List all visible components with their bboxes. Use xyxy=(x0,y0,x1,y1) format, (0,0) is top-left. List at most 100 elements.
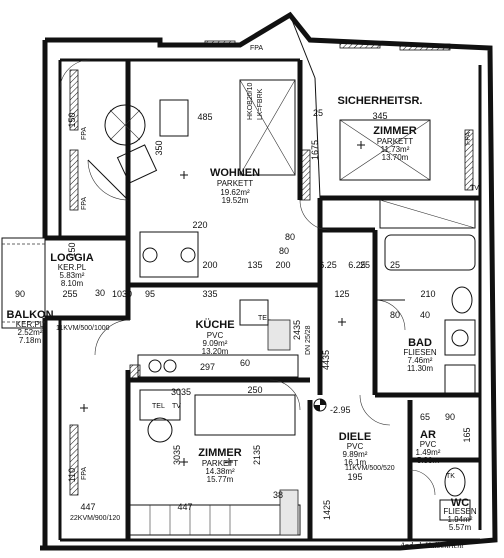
furniture-zimmer1 xyxy=(339,119,476,229)
furniture-bad xyxy=(384,234,476,394)
svg-text:19.52m: 19.52m xyxy=(222,196,249,205)
svg-text:38: 38 xyxy=(273,490,283,500)
dimension-labels: 485 345 350 200 135 200 80 6.25 6.25 335… xyxy=(15,108,472,520)
svg-text:FPA: FPA xyxy=(81,467,88,480)
svg-text:200: 200 xyxy=(275,260,290,270)
furniture-wc xyxy=(439,467,471,521)
svg-text:LK=FBRK: LK=FBRK xyxy=(257,88,264,120)
doors xyxy=(59,59,436,496)
svg-text:3035: 3035 xyxy=(171,387,191,397)
svg-text:13.20m: 13.20m xyxy=(202,347,229,356)
svg-text:TV: TV xyxy=(470,185,479,192)
room-label-wohnen: WOHNEN PARKETT 19.62m² 19.52m xyxy=(210,167,260,205)
svg-text:210: 210 xyxy=(420,289,435,299)
room-label-bad: BAD FLIESEN 7.46m² 11.30m xyxy=(403,337,437,373)
svg-text:25: 25 xyxy=(313,108,323,118)
balkon-area xyxy=(1,237,46,329)
room-label-ar: AR PVC 1.49m² 5.30m xyxy=(416,429,441,465)
radiators xyxy=(69,69,474,496)
signature: And. d. Halbenricht xyxy=(399,541,464,550)
svg-text:25: 25 xyxy=(360,260,370,270)
svg-text:40: 40 xyxy=(420,310,430,320)
svg-text:150: 150 xyxy=(67,242,77,257)
svg-text:PVC: PVC xyxy=(347,442,364,451)
svg-text:11KVM/500/520: 11KVM/500/520 xyxy=(345,465,395,472)
svg-text:7.46m²: 7.46m² xyxy=(408,356,433,365)
svg-text:2435: 2435 xyxy=(292,320,302,340)
svg-text:16.1m: 16.1m xyxy=(344,458,367,467)
svg-text:95: 95 xyxy=(145,289,155,299)
svg-text:HKOB20/10: HKOB20/10 xyxy=(247,83,254,120)
svg-text:65: 65 xyxy=(420,412,430,422)
svg-text:14.38m²: 14.38m² xyxy=(205,467,235,476)
svg-text:TK: TK xyxy=(446,473,455,480)
svg-text:WC: WC xyxy=(451,497,469,509)
technical-labels: HKOB20/10 LK=FBRK DN 25/28 11KVM/500/100… xyxy=(56,45,479,550)
svg-text:FLIESEN: FLIESEN xyxy=(443,507,477,516)
svg-text:5.83m²: 5.83m² xyxy=(60,271,85,280)
svg-text:BALKON: BALKON xyxy=(6,309,53,321)
svg-text:6.25: 6.25 xyxy=(348,260,366,270)
svg-text:345: 345 xyxy=(372,111,387,121)
svg-text:PARKETT: PARKETT xyxy=(202,459,238,468)
svg-text:80: 80 xyxy=(390,310,400,320)
svg-text:297: 297 xyxy=(200,362,215,372)
svg-text:60: 60 xyxy=(240,358,250,368)
svg-text:200: 200 xyxy=(202,260,217,270)
svg-text:LOGGIA: LOGGIA xyxy=(50,252,93,264)
svg-text:FLIESEN: FLIESEN xyxy=(403,348,437,357)
svg-text:4435: 4435 xyxy=(321,350,331,370)
svg-text:2.52m²: 2.52m² xyxy=(18,328,43,337)
svg-text:13.70m: 13.70m xyxy=(382,153,409,162)
svg-text:ZIMMER: ZIMMER xyxy=(198,447,241,459)
electrical-symbols xyxy=(80,141,365,466)
svg-text:6.25: 6.25 xyxy=(319,260,337,270)
svg-text:80: 80 xyxy=(279,246,289,256)
svg-text:DIELE: DIELE xyxy=(339,431,371,443)
svg-text:TEL: TEL xyxy=(258,315,271,322)
svg-text:FPA: FPA xyxy=(250,45,263,52)
room-label-wc: WC FLIESEN 1.94m² 5.57m xyxy=(443,497,477,532)
svg-text:FPA: FPA xyxy=(81,197,88,210)
svg-text:FPA: FPA xyxy=(465,132,472,145)
svg-text:250: 250 xyxy=(247,385,262,395)
svg-text:19.62m²: 19.62m² xyxy=(220,188,250,197)
svg-text:KER.PL: KER.PL xyxy=(16,320,45,329)
svg-text:3035: 3035 xyxy=(172,445,182,465)
svg-text:SICHERHEITSR.: SICHERHEITSR. xyxy=(338,95,423,107)
svg-text:1.49m²: 1.49m² xyxy=(416,448,441,457)
svg-text:165: 165 xyxy=(462,427,472,442)
svg-text:30: 30 xyxy=(95,288,105,298)
svg-text:WOHNEN: WOHNEN xyxy=(210,167,260,179)
svg-text:11.73m²: 11.73m² xyxy=(381,145,410,154)
svg-text:80: 80 xyxy=(285,232,295,242)
svg-text:125: 125 xyxy=(334,289,349,299)
svg-text:1675: 1675 xyxy=(310,140,320,160)
svg-text:1425: 1425 xyxy=(322,500,332,520)
svg-text:KER.PL: KER.PL xyxy=(58,263,87,272)
windows-top xyxy=(204,40,451,51)
svg-text:AR: AR xyxy=(420,429,436,441)
svg-text:447: 447 xyxy=(80,502,95,512)
svg-text:9.89m²: 9.89m² xyxy=(343,450,368,459)
svg-text:PARKETT: PARKETT xyxy=(377,137,413,146)
svg-text:11.30m: 11.30m xyxy=(407,364,433,373)
svg-text:5.57m: 5.57m xyxy=(449,523,472,532)
svg-text:11KVM/500/1000: 11KVM/500/1000 xyxy=(56,325,110,332)
svg-text:255: 255 xyxy=(62,289,77,299)
svg-text:DN 25/28: DN 25/28 xyxy=(305,325,312,355)
svg-text:90: 90 xyxy=(15,289,25,299)
svg-text:-2.95: -2.95 xyxy=(330,405,351,415)
outer-walls xyxy=(40,11,498,551)
room-label-zimmer2: ZIMMER PARKETT 14.38m² 15.77m xyxy=(198,447,241,484)
room-label-balkon: BALKON KER.PL 2.52m² 7.18m xyxy=(6,309,53,345)
svg-text:335: 335 xyxy=(202,289,217,299)
svg-text:FPA: FPA xyxy=(81,127,88,140)
svg-text:447: 447 xyxy=(177,502,192,512)
svg-text:KÜCHE: KÜCHE xyxy=(195,318,234,331)
svg-text:PVC: PVC xyxy=(420,440,437,449)
svg-text:485: 485 xyxy=(197,112,212,122)
furniture-wohnen xyxy=(104,79,296,278)
svg-text:PVC: PVC xyxy=(207,331,224,340)
